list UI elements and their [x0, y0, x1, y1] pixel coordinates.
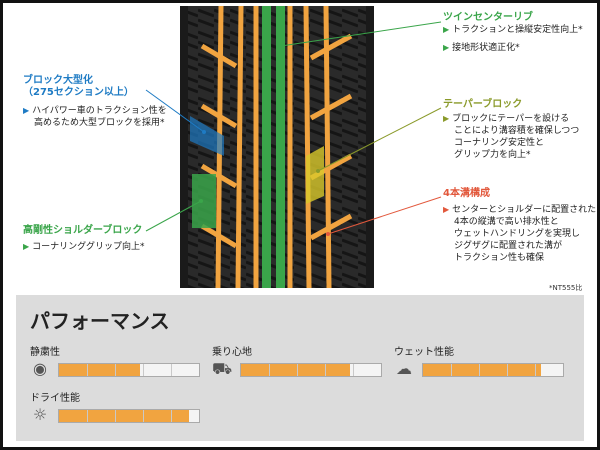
bar-segment-divider	[535, 364, 536, 376]
callout-title: 高剛性ショルダーブロック	[23, 225, 143, 236]
car-icon: ⛟	[212, 359, 233, 378]
bar-segment-divider	[451, 364, 452, 376]
callout-line: センターとショルダーに配置された	[452, 205, 597, 215]
callout-large-block: ブロック大型化 （275セクション以上） ▶ハイパワー車のトラクション性を 高め…	[23, 75, 167, 128]
bar-segment-divider	[115, 410, 116, 422]
shoulder-block-highlight	[192, 174, 216, 228]
callout-line: 接地形状適正化*	[452, 43, 520, 53]
bar-segment-divider	[353, 364, 354, 376]
metric-bar-fill	[241, 364, 351, 376]
performance-panel: パフォーマンス 静粛性 ◉ 乗り心地 ⛟ ウェット性能 ☁ ドライ性能 ☼	[16, 295, 584, 441]
sun-icon: ☼	[32, 405, 48, 424]
bar-segment-divider	[87, 410, 88, 422]
metric-bar-fill	[423, 364, 541, 376]
metric-wet-performance: ウェット性能 ☁	[394, 343, 574, 383]
metric-ride-comfort: 乗り心地 ⛟	[212, 343, 392, 383]
callout-taper-block: テーパーブロック ▶ブロックにテーパーを設ける ことにより溝容積を確保しつつ コ…	[443, 99, 580, 160]
callout-title: テーパーブロック	[443, 99, 523, 110]
metric-label: ドライ性能	[30, 393, 80, 404]
metric-quietness: 静粛性 ◉	[30, 343, 210, 383]
rain-cloud-icon: ☁	[396, 359, 412, 378]
callout-line: ウェットハンドリングを実現し	[454, 229, 581, 239]
metric-label: 乗り心地	[212, 347, 252, 358]
bar-segment-divider	[171, 410, 172, 422]
bar-segment-divider	[507, 364, 508, 376]
bar-segment-divider	[325, 364, 326, 376]
speaker-icon: ◉	[33, 359, 47, 378]
callout-line: トラクションと操縦安定性向上*	[452, 25, 583, 35]
callout-line: ジグザグに配置された溝が	[454, 241, 563, 251]
bar-segment-divider	[143, 410, 144, 422]
bar-segment-divider	[269, 364, 270, 376]
bar-segment-divider	[297, 364, 298, 376]
callout-line: 4本の縦溝で高い排水性と	[454, 217, 559, 227]
metric-dry-performance: ドライ性能 ☼	[30, 389, 210, 429]
metric-bar	[240, 363, 382, 377]
tire-diagram	[145, 6, 442, 289]
footnote: *NT555比	[549, 284, 583, 292]
taper-block-highlight	[306, 146, 324, 204]
large-block-highlight	[190, 116, 224, 156]
callout-line: コーナリング安定性と	[454, 138, 545, 148]
metric-bar	[58, 363, 200, 377]
callout-line: トラクション性も確保	[454, 253, 545, 263]
bar-segment-divider	[87, 364, 88, 376]
callout-line: ことにより溝容積を確保しつつ	[454, 126, 580, 136]
callout-title: ブロック大型化	[23, 75, 93, 86]
callout-line: ブロックにテーパーを設ける	[452, 114, 570, 124]
callout-line: 高めるため大型ブロックを採用*	[34, 118, 165, 128]
callout-twin-rib: ツインセンターリブ ▶トラクションと操縦安定性向上* ▶接地形状適正化*	[443, 12, 583, 53]
metric-label: ウェット性能	[394, 347, 454, 358]
metric-bar-fill	[59, 364, 141, 376]
callout-line: コーナリンググリップ向上*	[32, 242, 145, 252]
performance-title: パフォーマンス	[30, 309, 170, 333]
metric-bar	[422, 363, 564, 377]
metric-label: 静粛性	[30, 347, 60, 358]
bar-segment-divider	[479, 364, 480, 376]
callout-title: 4本溝構成	[443, 188, 490, 199]
callout-four-grooves: 4本溝構成 ▶センターとショルダーに配置された 4本の縦溝で高い排水性と ウェッ…	[443, 188, 597, 263]
callout-line: ハイパワー車のトラクション性を	[32, 106, 167, 116]
metric-bar	[58, 409, 200, 423]
callout-subtitle: （275セクション以上）	[23, 87, 134, 98]
bar-segment-divider	[171, 364, 172, 376]
callout-line: グリップ力を向上*	[454, 150, 531, 160]
metric-bar-fill	[59, 410, 190, 422]
bar-segment-divider	[143, 364, 144, 376]
center-rib-left	[262, 6, 271, 288]
center-rib-right	[276, 6, 285, 288]
callout-title: ツインセンターリブ	[443, 12, 533, 23]
bar-segment-divider	[115, 364, 116, 376]
callout-shoulder-block: 高剛性ショルダーブロック ▶コーナリンググリップ向上*	[23, 225, 145, 252]
